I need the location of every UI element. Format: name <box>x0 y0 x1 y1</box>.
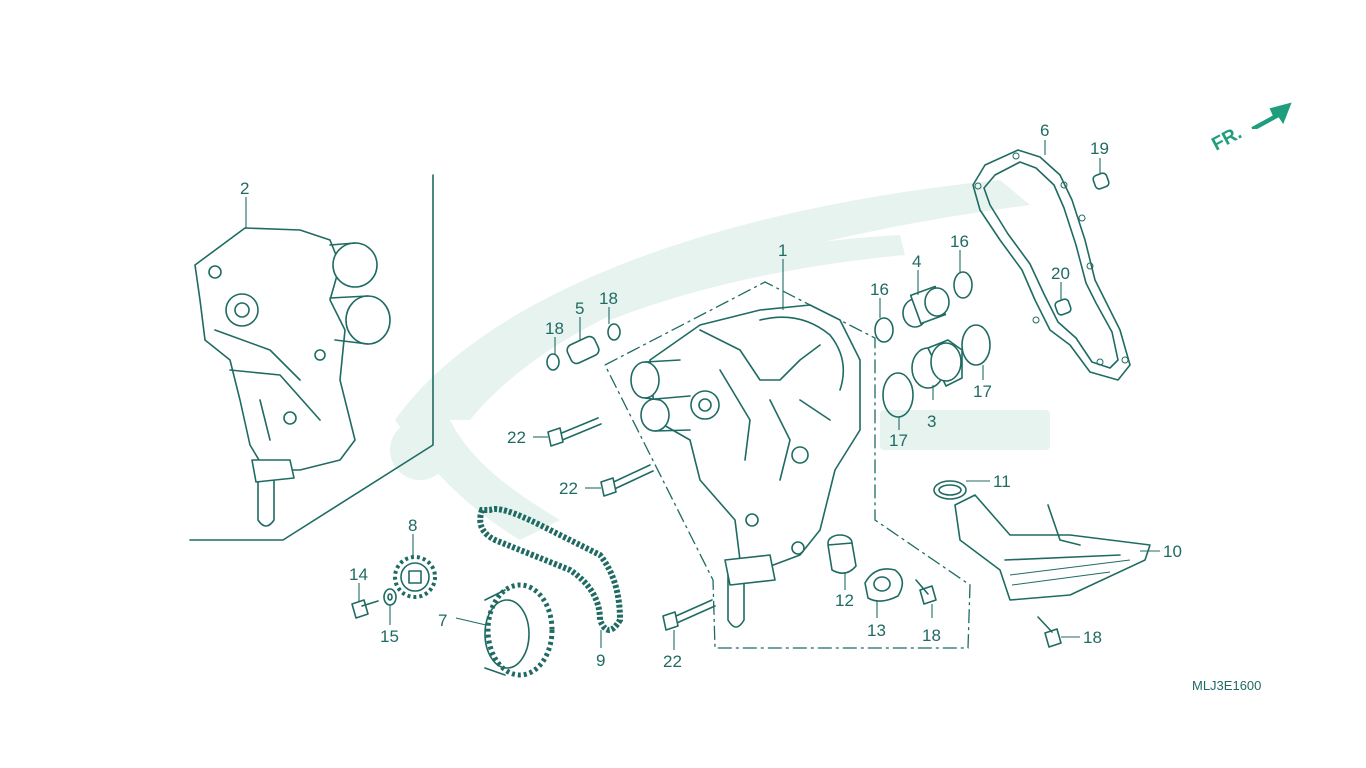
callout-19-top: 19 <box>1090 139 1109 158</box>
driven-sprocket-part-7[interactable] <box>484 582 555 678</box>
front-direction-indicator: FR. <box>1208 102 1292 156</box>
o-ring-parts[interactable] <box>874 271 991 418</box>
bolt-part-21[interactable] <box>915 579 937 605</box>
callout-22-middle: 22 <box>559 479 578 498</box>
front-arrow-icon <box>1251 102 1292 129</box>
callout-3: 3 <box>927 412 936 431</box>
main-assembly-frame <box>604 281 971 649</box>
gasket-part-13[interactable] <box>864 568 904 602</box>
pipe-part-12[interactable] <box>827 534 857 574</box>
front-direction-label: FR. <box>1208 123 1245 156</box>
oil-pump-body-part-1[interactable] <box>630 304 861 628</box>
callout-17-left: 17 <box>889 431 908 450</box>
washer-part-15[interactable] <box>383 588 397 606</box>
dowel-pin-part-19[interactable] <box>1054 172 1110 316</box>
cover-gasket-part-6[interactable] <box>972 149 1131 381</box>
callout-22-top: 22 <box>507 428 526 447</box>
callout-19-bottom: 20 <box>1051 264 1070 283</box>
callout-14: 14 <box>349 565 368 584</box>
drive-sprocket-part-8[interactable] <box>393 555 437 599</box>
callout-22-bottom: 22 <box>663 652 682 671</box>
bolt-part-14[interactable] <box>351 599 379 619</box>
oil-strainer-part-10[interactable] <box>954 494 1151 601</box>
drawing-code: MLJ3E1600 <box>1192 678 1261 693</box>
callout-18-left: 18 <box>545 319 564 338</box>
brand-watermark <box>390 180 1050 540</box>
callout-16-left: 16 <box>870 280 889 299</box>
callout-16-right: 16 <box>950 232 969 251</box>
callout-8: 8 <box>408 516 417 535</box>
flange-bolts-part-22[interactable] <box>547 417 716 631</box>
leader-lines <box>245 140 1160 650</box>
callout-12: 12 <box>835 591 854 610</box>
seal-part-11[interactable] <box>933 480 967 500</box>
callout-17-right: 17 <box>973 382 992 401</box>
callout-13: 13 <box>867 621 886 640</box>
callout-2: 2 <box>240 179 249 198</box>
callout-labels: 2 1 6 19 20 16 16 4 3 17 17 5 18 18 22 2… <box>240 121 1182 671</box>
drive-chain-part-9[interactable] <box>477 506 624 633</box>
collar-part-4[interactable] <box>902 285 950 328</box>
inset-frame-part-2 <box>189 174 434 541</box>
callout-7: 7 <box>438 611 447 630</box>
callout-18-right: 18 <box>599 289 618 308</box>
collar-part-3[interactable] <box>911 339 963 389</box>
callout-5: 5 <box>575 299 584 318</box>
callout-20: 18 <box>1083 628 1102 647</box>
collar-part-5[interactable] <box>546 323 621 371</box>
pump-assembly-part-2[interactable] <box>194 227 391 527</box>
callout-6: 6 <box>1040 121 1049 140</box>
callout-11: 11 <box>993 472 1011 491</box>
callout-4: 4 <box>912 252 921 271</box>
callout-10: 10 <box>1163 542 1182 561</box>
callout-21: 18 <box>922 626 941 645</box>
bolt-part-20[interactable] <box>1037 616 1062 648</box>
callout-15: 15 <box>380 627 399 646</box>
callout-1: 1 <box>778 241 787 260</box>
callout-9: 9 <box>596 651 605 670</box>
